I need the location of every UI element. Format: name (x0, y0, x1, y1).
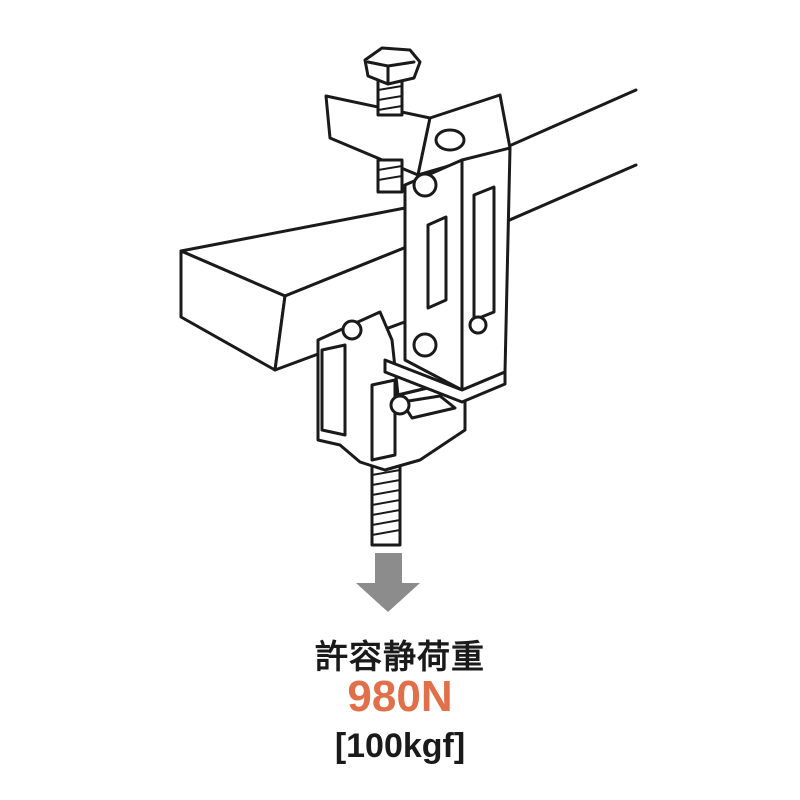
hanger-bracket (316, 310, 467, 472)
down-arrow-icon (356, 553, 420, 612)
clamp-body (324, 93, 512, 404)
load-title: 許容静荷重 (315, 637, 485, 676)
beam-flange-far (498, 88, 638, 224)
clamp-bolt (363, 46, 422, 194)
load-value-newton: 980N (347, 672, 453, 721)
beam-flange-near (179, 206, 416, 372)
load-value-kgf: [100kgf] (334, 727, 466, 765)
